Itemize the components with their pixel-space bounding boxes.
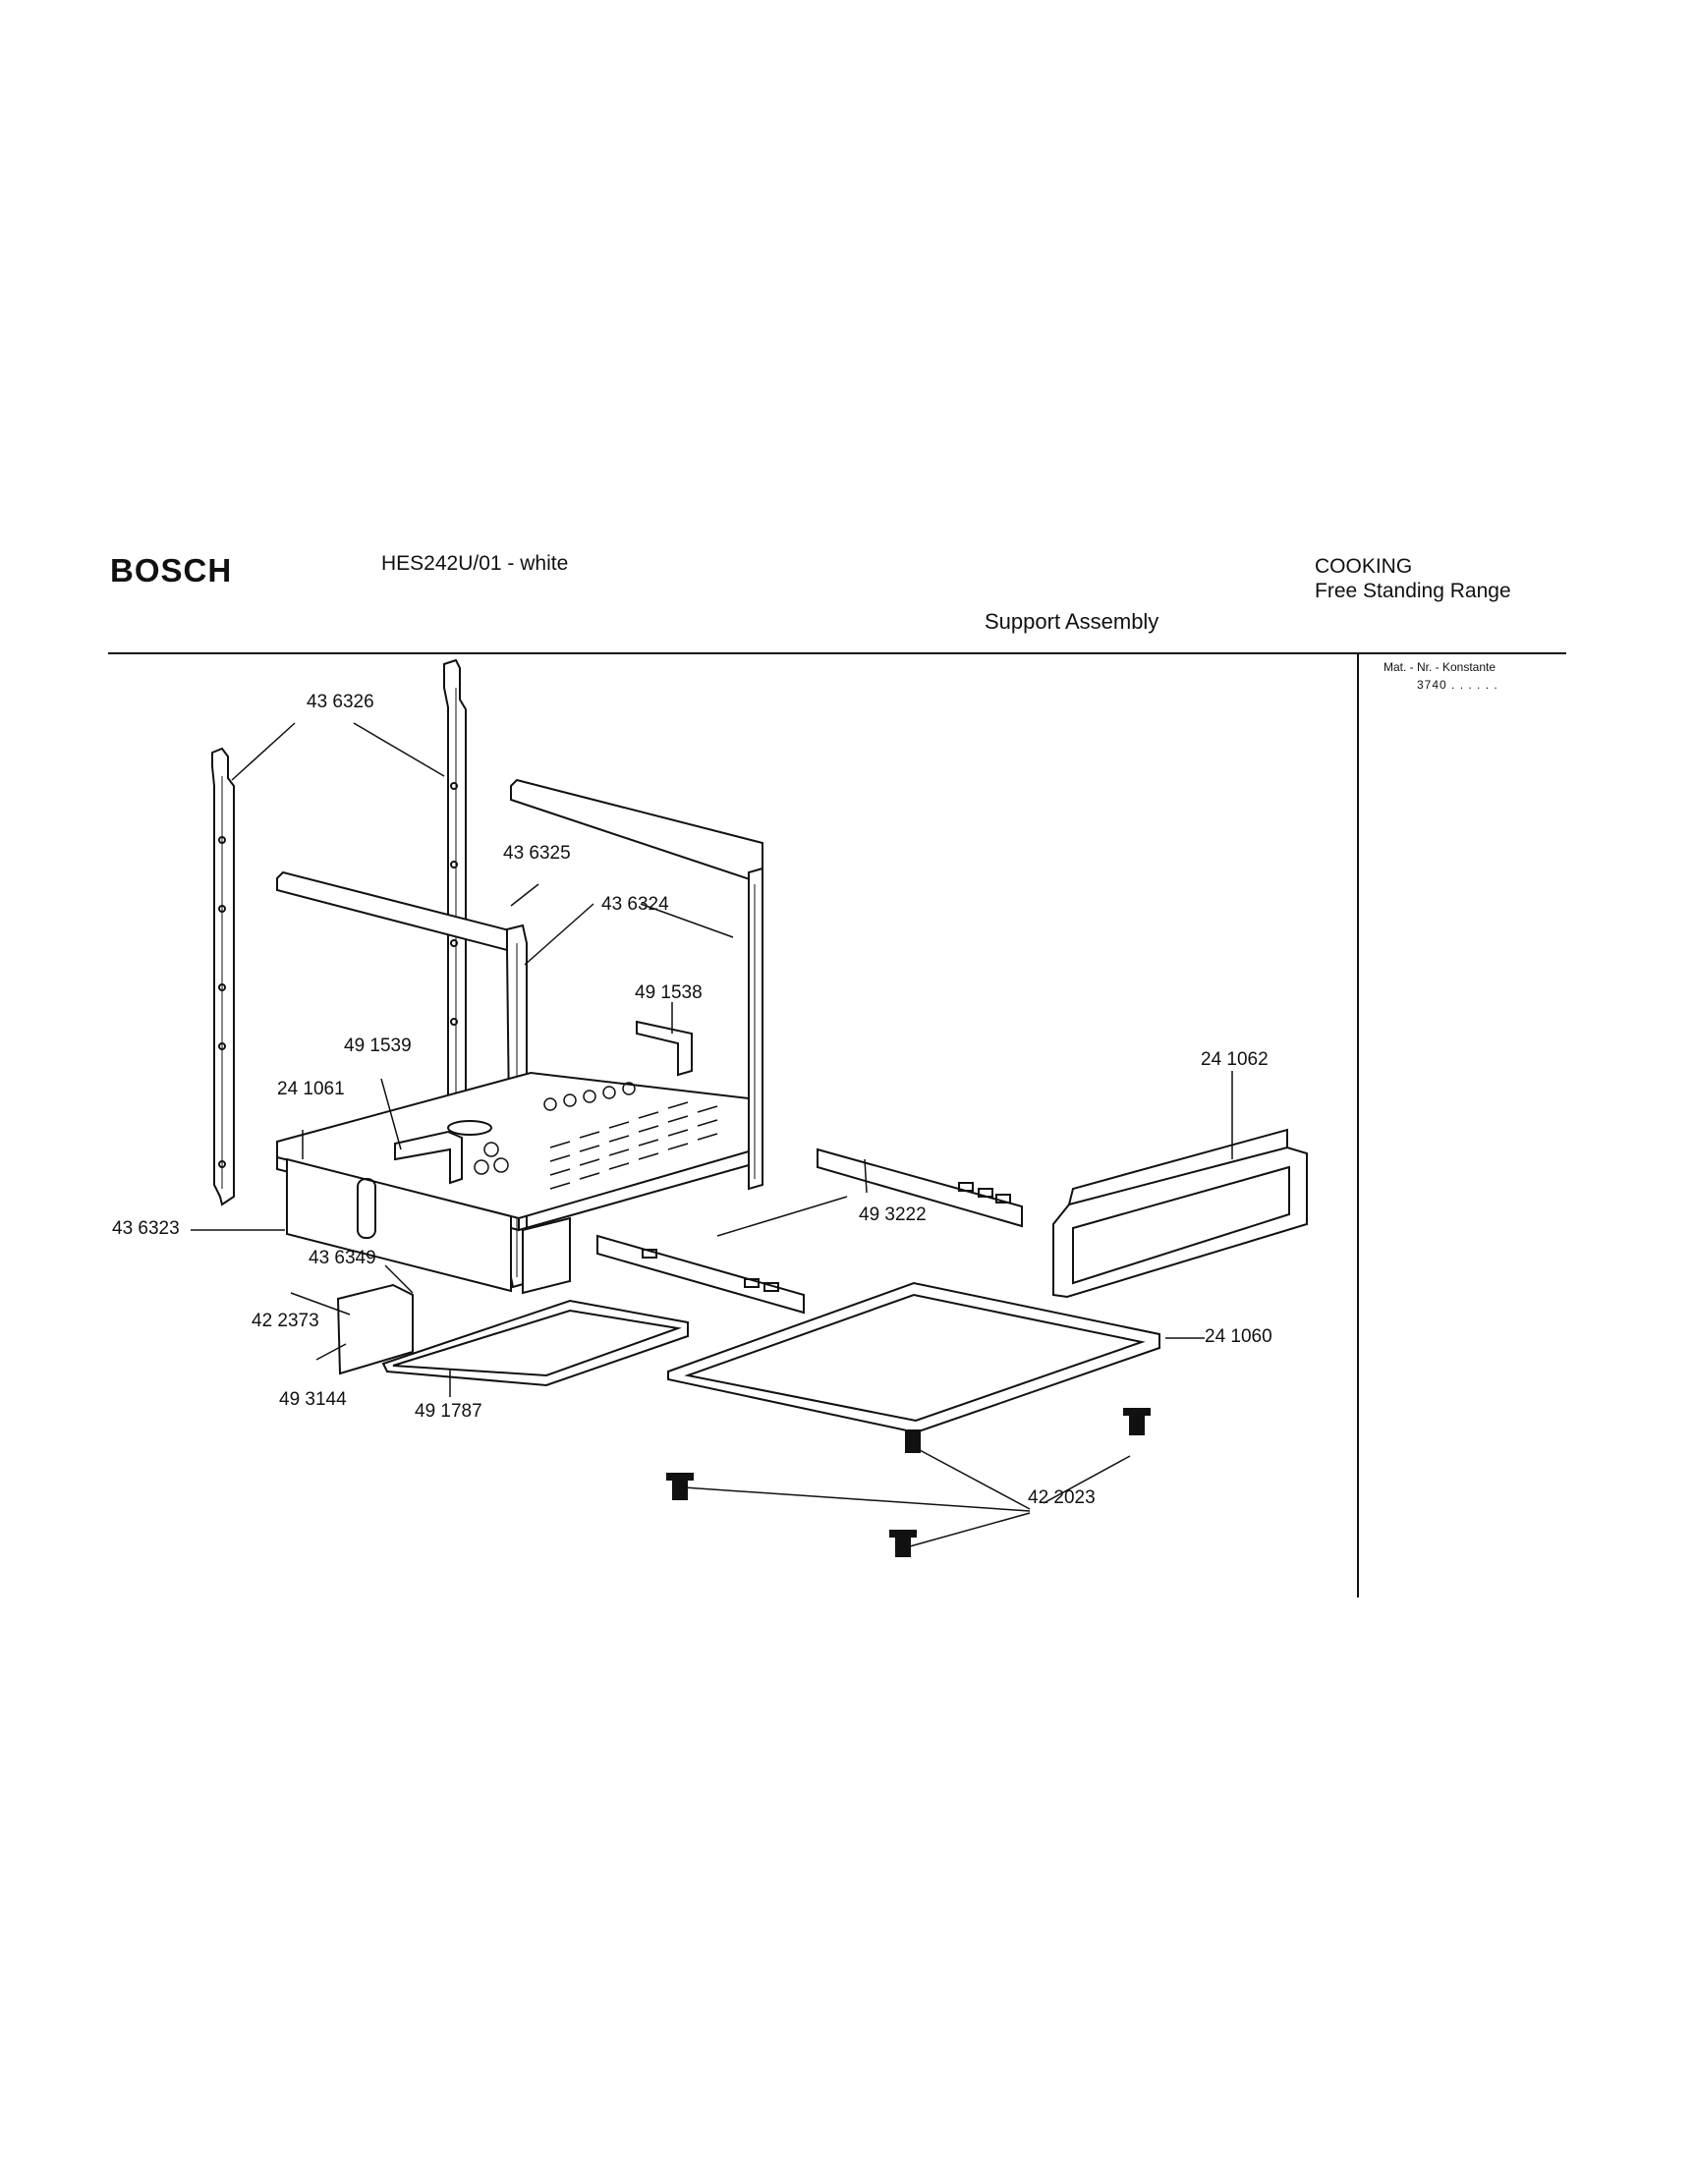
part-label-493222: 49 3222 — [859, 1204, 927, 1225]
mat-nr-value: 3740 . . . . . . — [1417, 678, 1498, 692]
part-label-491538: 49 1538 — [635, 982, 703, 1003]
rear-frame — [511, 780, 762, 1189]
front-panel — [287, 1159, 570, 1293]
bottom-frame — [668, 1283, 1159, 1432]
part-label-422373: 42 2373 — [252, 1311, 319, 1331]
header-divider — [108, 652, 1566, 654]
part-label-436349: 43 6349 — [309, 1248, 376, 1268]
part-label-241060: 24 1060 — [1205, 1326, 1272, 1347]
part-label-493144: 49 3144 — [279, 1389, 347, 1410]
rail-lower — [597, 1236, 804, 1313]
part-label-436326: 43 6326 — [307, 692, 374, 712]
side-post-left — [212, 749, 234, 1204]
subcategory-label: Free Standing Range — [1315, 580, 1511, 602]
part-label-422023: 42 2023 — [1028, 1487, 1096, 1508]
leveling-feet — [667, 1409, 1150, 1556]
part-label-436323: 43 6323 — [112, 1218, 180, 1239]
part-label-436325: 43 6325 — [503, 843, 571, 864]
category-label: COOKING — [1315, 555, 1413, 578]
part-label-241061: 24 1061 — [277, 1079, 345, 1099]
brand-logo: BOSCH — [110, 552, 233, 588]
part-label-491787: 49 1787 — [415, 1401, 482, 1422]
bracket-491538 — [637, 1022, 692, 1075]
side-panel — [1053, 1130, 1307, 1297]
part-label-436324: 43 6324 — [601, 894, 669, 915]
page-title: Support Assembly — [985, 609, 1159, 634]
base-tray — [277, 1073, 749, 1230]
mat-nr-label: Mat. - Nr. - Konstante — [1383, 660, 1496, 674]
bracket-491539 — [395, 1132, 462, 1183]
element-frame — [383, 1301, 688, 1385]
part-label-491539: 49 1539 — [344, 1036, 412, 1056]
bracket-493144 — [338, 1285, 413, 1373]
part-label-241062: 24 1062 — [1201, 1049, 1269, 1070]
model-number: HES242U/01 - white — [381, 552, 569, 575]
leader-lines — [191, 723, 1232, 1546]
side-divider — [1357, 654, 1359, 1597]
rail-upper — [818, 1149, 1022, 1226]
